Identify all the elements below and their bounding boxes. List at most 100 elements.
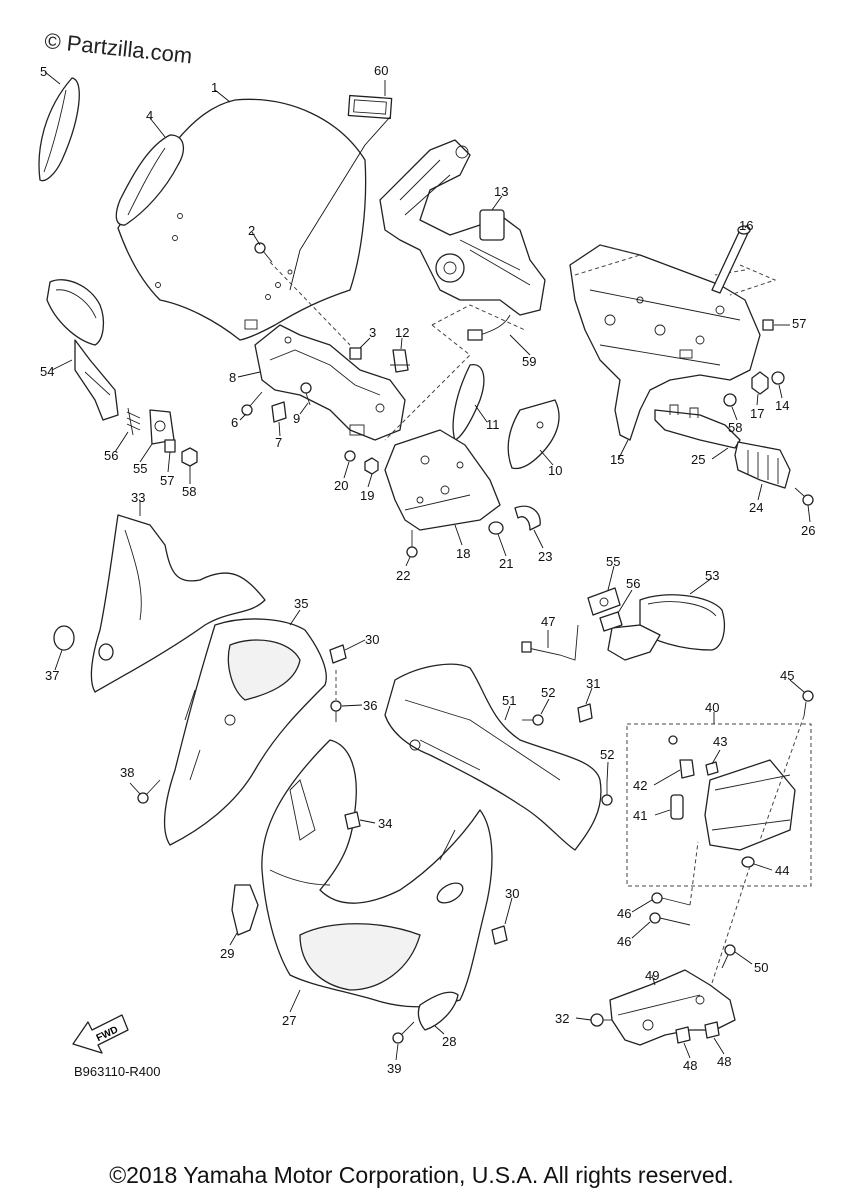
callout-48a: 48	[683, 1058, 697, 1073]
nut-58-right[interactable]	[723, 393, 737, 407]
screw-46-top[interactable]	[651, 892, 691, 906]
nut-17[interactable]	[751, 371, 769, 395]
screw-36[interactable]	[330, 700, 342, 722]
callout-19: 19	[360, 488, 374, 503]
bolt-9[interactable]	[300, 382, 312, 406]
clamp-23[interactable]	[514, 505, 541, 531]
callout-31: 31	[586, 676, 600, 691]
callout-5: 5	[40, 64, 47, 79]
bolt-32[interactable]	[590, 1013, 612, 1027]
nut-7[interactable]	[271, 401, 287, 423]
callout-30b: 30	[505, 886, 519, 901]
front-cowling-27[interactable]	[261, 739, 493, 1008]
screw-46-bottom[interactable]	[649, 912, 691, 926]
bracket-55-right[interactable]	[587, 587, 621, 616]
screw-45[interactable]	[802, 690, 814, 717]
callout-11: 11	[486, 417, 500, 432]
callout-17: 17	[750, 406, 764, 421]
collar-57-left[interactable]	[164, 439, 176, 453]
bolt-16[interactable]	[711, 225, 751, 294]
screw-38[interactable]	[137, 779, 161, 804]
damper-41[interactable]	[670, 794, 684, 820]
windshield[interactable]	[117, 98, 367, 341]
callout-18: 18	[456, 546, 470, 561]
screw-42[interactable]	[668, 735, 695, 779]
panel-28[interactable]	[417, 991, 459, 1031]
nut-31[interactable]	[577, 703, 593, 723]
collar-44[interactable]	[741, 856, 755, 868]
nut-48-right[interactable]	[704, 1021, 720, 1039]
screw-2[interactable]	[254, 242, 273, 263]
callout-56a: 56	[104, 448, 118, 463]
bolt-22[interactable]	[406, 530, 418, 558]
callout-48b: 48	[717, 1054, 731, 1069]
callout-57b: 57	[792, 316, 806, 331]
callout-34: 34	[378, 816, 392, 831]
callout-49: 49	[645, 968, 659, 983]
bolt-52-top[interactable]	[522, 714, 544, 726]
callout-55b: 55	[606, 554, 620, 569]
callout-7: 7	[275, 435, 282, 450]
side-cover-33[interactable]	[90, 514, 266, 693]
bracket-25[interactable]	[654, 404, 741, 449]
cover-11[interactable]	[452, 364, 485, 441]
grommet-12[interactable]	[390, 349, 410, 373]
stay-15[interactable]	[569, 244, 761, 441]
callout-28: 28	[442, 1034, 456, 1049]
callout-26: 26	[801, 523, 815, 538]
bolt-50[interactable]	[721, 944, 736, 969]
nut-58-left[interactable]	[181, 447, 198, 467]
bolt-6[interactable]	[241, 391, 263, 416]
callout-40: 40	[705, 700, 719, 715]
callout-14: 14	[775, 398, 789, 413]
cover-10[interactable]	[507, 399, 560, 470]
wire-harness-59[interactable]	[467, 314, 511, 341]
panel-29[interactable]	[231, 884, 259, 936]
nut-30-top[interactable]	[329, 644, 347, 664]
center-cowling-51[interactable]	[384, 663, 602, 851]
garnish-4[interactable]	[115, 134, 185, 226]
callout-4: 4	[146, 108, 153, 123]
bracket-18[interactable]	[384, 429, 501, 531]
inner-panel-35[interactable]	[163, 618, 327, 846]
nut-19[interactable]	[364, 457, 379, 475]
callout-23: 23	[538, 549, 552, 564]
callout-6: 6	[231, 415, 238, 430]
collar-3[interactable]	[349, 347, 362, 360]
trim-panel-5[interactable]	[38, 77, 80, 182]
callout-12: 12	[395, 325, 409, 340]
screw-39[interactable]	[392, 1021, 415, 1044]
bracket-24[interactable]	[734, 441, 791, 489]
screen-motor-assembly-13[interactable]	[379, 139, 546, 316]
callout-29: 29	[220, 946, 234, 961]
nut-30-bottom[interactable]	[491, 925, 508, 945]
caution-label[interactable]	[347, 94, 393, 120]
spacer-56-right[interactable]	[599, 611, 623, 632]
callout-60: 60	[374, 63, 388, 78]
callout-39: 39	[387, 1061, 401, 1076]
bracket-55[interactable]	[149, 409, 175, 445]
collar-21[interactable]	[488, 521, 504, 535]
wire-lead-47[interactable]	[521, 624, 579, 661]
unit-40[interactable]	[704, 759, 796, 851]
bolt-52-right[interactable]	[601, 782, 613, 806]
callout-46a: 46	[617, 906, 631, 921]
mirror-left-54[interactable]	[46, 279, 119, 421]
callout-38: 38	[120, 765, 134, 780]
stay-8[interactable]	[254, 324, 406, 441]
emblem-37[interactable]	[53, 625, 75, 651]
spring-56[interactable]	[126, 407, 141, 436]
callout-25: 25	[691, 452, 705, 467]
callout-52a: 52	[541, 685, 555, 700]
nut-48-left[interactable]	[675, 1026, 691, 1044]
callout-41: 41	[633, 808, 647, 823]
mirror-right-53[interactable]	[607, 594, 726, 661]
collar-57-right[interactable]	[762, 319, 774, 331]
washer-14[interactable]	[771, 371, 785, 385]
callout-58a: 58	[182, 484, 196, 499]
callout-50: 50	[754, 960, 768, 975]
nut-34[interactable]	[344, 811, 361, 830]
bolt-20[interactable]	[344, 450, 356, 462]
screw-26[interactable]	[794, 487, 814, 506]
